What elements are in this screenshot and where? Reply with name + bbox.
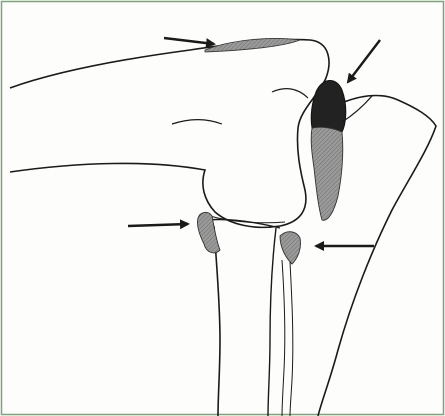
diagram-svg bbox=[0, 0, 445, 416]
anatomical-diagram bbox=[0, 0, 445, 416]
figure-frame bbox=[2, 2, 444, 415]
